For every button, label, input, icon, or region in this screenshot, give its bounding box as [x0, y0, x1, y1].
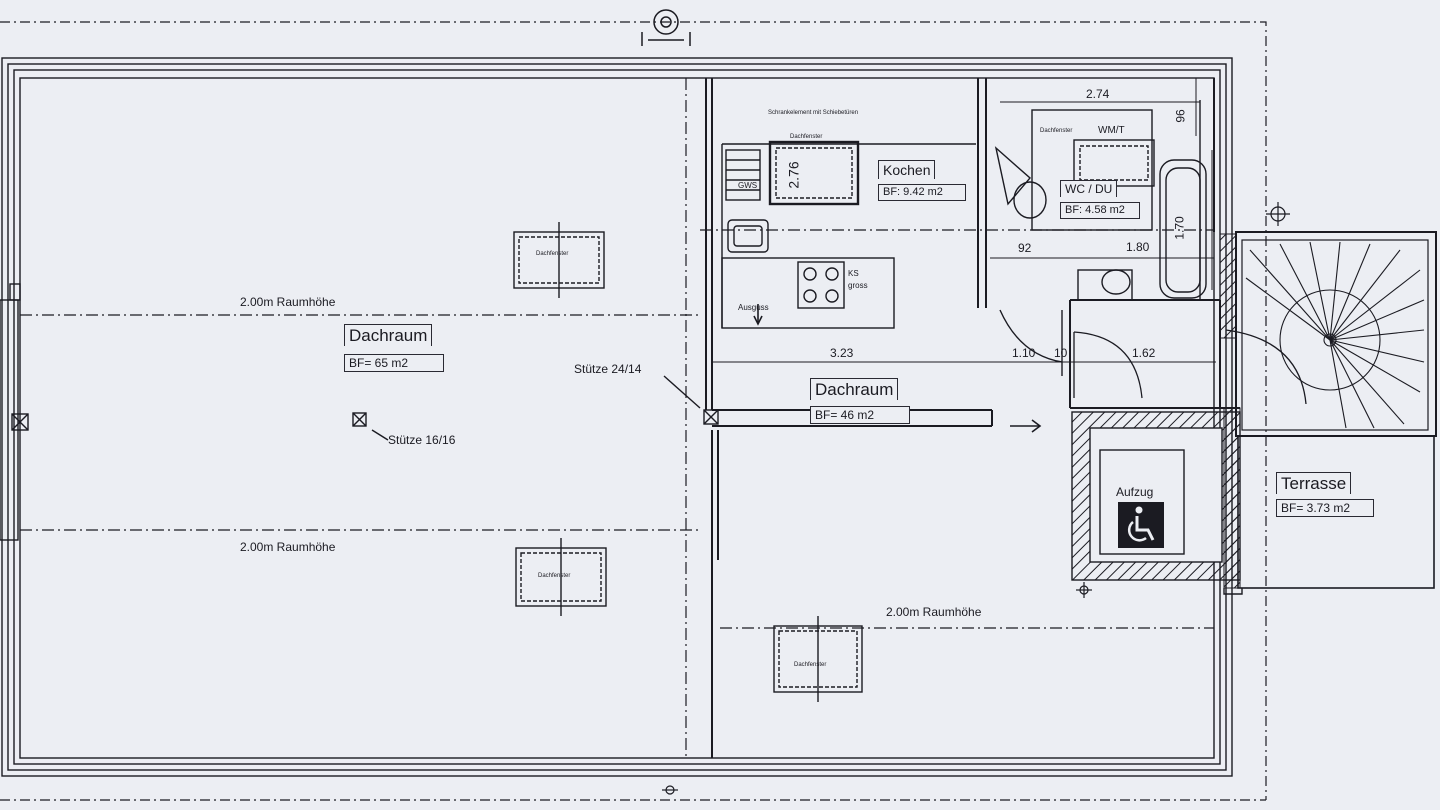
dimension-label: 96: [1173, 109, 1188, 123]
room-area-terrasse: BF= 3.73 m2: [1276, 499, 1374, 517]
cabinet-note: Schrankelement mit Schiebetüren: [768, 110, 859, 116]
skylight-label: Dachfenster: [538, 573, 571, 579]
skylight-label: Dachfenster: [790, 134, 823, 140]
ceiling-height-label: 2.00m Raumhöhe: [240, 540, 336, 554]
direction-arrows: [753, 304, 1042, 433]
room-area-kochen: BF: 9.42 m2: [878, 184, 966, 201]
skylight-label: Dachfenster: [536, 251, 569, 257]
room-name-dachraum-west: Dachraum: [344, 324, 433, 346]
spiral-stair: [1245, 241, 1425, 429]
ceiling-height-label: 2.00m Raumhöhe: [886, 605, 982, 619]
column-label: Stütze 24/14: [574, 362, 642, 376]
fridge-label: KS: [848, 269, 859, 278]
columns: [352, 375, 719, 441]
room-area-dachraum-mitte: BF= 46 m2: [810, 406, 910, 424]
dimension-label: 1.70: [1172, 216, 1187, 240]
column-label: Stütze 16/16: [388, 433, 456, 447]
skylights: [513, 139, 1155, 702]
room-name-terrasse: Terrasse: [1276, 472, 1352, 494]
dimension-label: 92: [1018, 241, 1032, 255]
dimension-label: 1.80: [1126, 240, 1150, 254]
kitchen-counter: [721, 143, 976, 329]
dimension-label: 2.74: [1086, 87, 1110, 101]
bathroom-fixtures: [994, 100, 1207, 376]
dishwasher-label: GWS: [738, 181, 758, 190]
washer-dryer-label: WM/T: [1098, 125, 1125, 136]
room-area-dachraum-west: BF= 65 m2: [344, 354, 444, 372]
left-wall-openings: [0, 283, 29, 541]
room-name-dachraum-mitte: Dachraum: [810, 378, 899, 400]
skylight-label: Dachfenster: [794, 662, 827, 668]
room-name-aufzug: Aufzug: [1116, 485, 1154, 499]
sink-label: Ausguss: [738, 303, 769, 312]
stair-tower: [1219, 231, 1437, 595]
dimension-label: 1.10: [1012, 346, 1036, 360]
room-name-kochen: Kochen: [878, 160, 936, 179]
door-swings: [1073, 329, 1307, 405]
ceiling-height-lines: [20, 78, 1214, 758]
survey-marks: [662, 202, 1290, 795]
dimension-lines: [712, 78, 1216, 363]
exterior-walls: [1, 57, 1233, 777]
fridge-size-label: gross: [848, 281, 868, 290]
dimension-label: 10: [1054, 346, 1068, 360]
skylight-label: Dachfenster: [1040, 128, 1073, 134]
north-axis-symbol: [641, 9, 691, 46]
elevator-shaft: [1071, 411, 1241, 581]
dimension-label: 2.76: [785, 161, 802, 189]
ceiling-height-label: 2.00m Raumhöhe: [240, 295, 336, 309]
roof-outline: [0, 21, 1267, 801]
dimension-label: 3.23: [830, 346, 854, 360]
dimension-label: 1.62: [1132, 346, 1156, 360]
room-area-wc-du: BF: 4.58 m2: [1060, 202, 1140, 219]
room-name-wc-du: WC / DU: [1060, 180, 1118, 197]
